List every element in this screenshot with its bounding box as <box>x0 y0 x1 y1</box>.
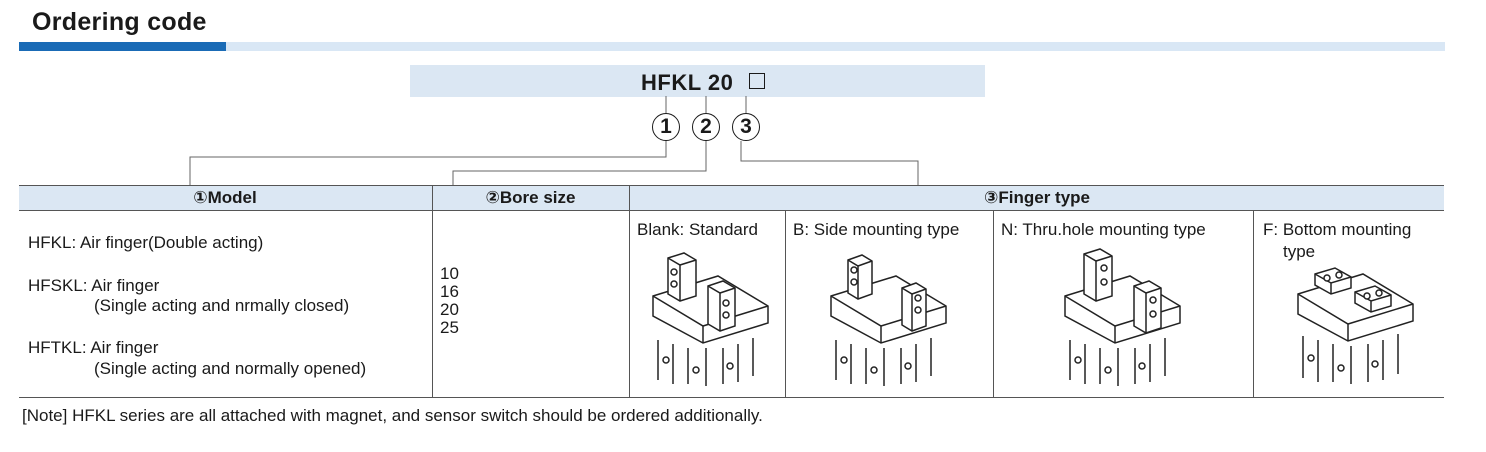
note-text: [Note] HFKL series are all attached with… <box>22 406 763 425</box>
finger-type-label: Blank: Standard <box>637 220 758 239</box>
finger-type-label-cont: type <box>1283 242 1316 261</box>
option-placeholder-square <box>749 73 765 89</box>
finger-type-label: B: Side mounting type <box>793 220 960 239</box>
order-code-box <box>410 65 985 97</box>
bore-size-item: 20 <box>440 300 459 319</box>
table-header-row: ①Model ②Bore size ③Finger type <box>19 185 1444 211</box>
finger-type-label: F: Bottom mounting <box>1263 220 1412 239</box>
header-bore-size: ②Bore size <box>485 188 576 207</box>
model-item-detail: (Single acting and nrmally closed) <box>94 296 350 315</box>
model-item: HFKL: Air finger(Double acting) <box>28 233 264 252</box>
table-bottom-border <box>19 397 1444 398</box>
gripper-thru-hole-image <box>1064 248 1181 386</box>
finger-type-label: N: Thru.hole mounting type <box>1001 220 1206 239</box>
column-divider <box>993 211 994 397</box>
header-finger-type: ③Finger type <box>983 188 1091 207</box>
order-code-text: HFKL 20 <box>641 70 734 95</box>
column-divider <box>1253 211 1254 397</box>
column-divider <box>432 185 433 397</box>
bore-size-item: 16 <box>440 282 459 301</box>
marker-3: 3 <box>732 113 760 141</box>
header-model: ①Model <box>193 188 257 207</box>
gripper-standard-image <box>652 252 769 386</box>
title-bar-light <box>226 42 1445 51</box>
marker-1: 1 <box>652 113 680 141</box>
bore-size-list: 10 16 20 25 <box>440 265 459 337</box>
model-item-detail: (Single acting and normally opened) <box>94 359 367 378</box>
column-divider <box>629 185 630 397</box>
gripper-side-mount-image <box>830 254 947 386</box>
bore-size-item: 10 <box>440 264 459 283</box>
bore-size-item: 25 <box>440 318 459 337</box>
title-bar-accent <box>19 42 226 51</box>
marker-2: 2 <box>692 113 720 141</box>
column-divider <box>785 211 786 397</box>
gripper-bottom-mount-image <box>1297 267 1414 384</box>
model-item: HFTKL: Air finger <box>28 338 159 357</box>
model-item: HFSKL: Air finger <box>28 276 160 295</box>
section-title: Ordering code <box>32 8 207 36</box>
